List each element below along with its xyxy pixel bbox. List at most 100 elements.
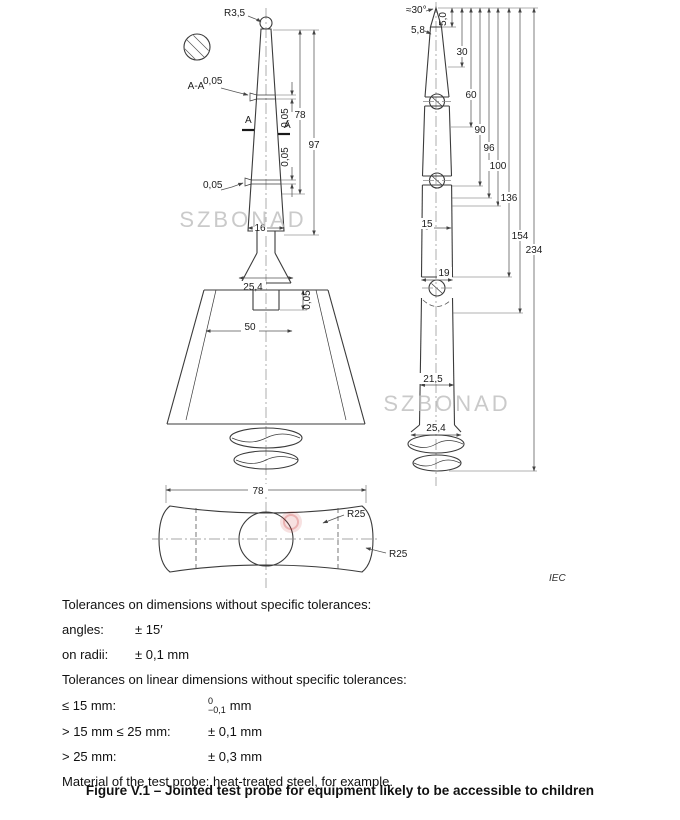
seg3-left <box>420 184 423 278</box>
dim-label-r25-outer: R25 <box>389 549 408 560</box>
handle-outline <box>158 505 374 573</box>
flare-right <box>274 252 292 284</box>
dim-30-bg <box>455 46 469 57</box>
tolerance-gt15-row: > 15 mm ≤ 25 mm: ± 0,1 mm <box>62 724 622 740</box>
tolerance-notes: Tolerances on dimensions without specifi… <box>62 597 622 799</box>
watermark-text-1: SZBONAD <box>179 207 306 232</box>
dim-label-5-8: 5,8 <box>411 25 425 36</box>
tolerance-le15-row: ≤ 15 mm: 0 −0,1 mm <box>62 697 622 715</box>
dim-label-136: 136 <box>501 193 518 204</box>
guard-left-outer <box>166 289 205 425</box>
radii-label: on radii: <box>62 647 109 662</box>
dim-154-bg <box>510 230 530 241</box>
r25-inner-leader <box>322 514 345 524</box>
guard-left-inner <box>185 289 217 421</box>
grip-band-1-right <box>407 434 465 454</box>
gt25-value: ± 0,3 mm <box>208 749 263 764</box>
dim-16-bg <box>253 222 267 233</box>
dim-21-5-bg <box>419 373 447 384</box>
dim-label-gap-r2: 0,05 <box>280 147 291 167</box>
angles-label: angles: <box>62 622 104 637</box>
le15-unit: mm <box>229 698 252 713</box>
dim-50-bg <box>241 321 259 332</box>
seg1-right <box>440 26 450 98</box>
dim-label-50: 50 <box>244 322 256 333</box>
material-note: Material of the test probe: heat-treated… <box>62 774 393 789</box>
seg4-left <box>418 297 423 426</box>
seg1-left <box>424 26 432 98</box>
dim-label-angle: ≈30° <box>406 5 427 16</box>
dim-label-5-0: 5,0 <box>438 12 449 26</box>
dim-136-bg <box>499 192 519 203</box>
angles-value: ± 15′ <box>135 622 163 637</box>
seg4-right <box>451 297 456 426</box>
gt15-value: ± 0,1 mm <box>208 724 263 739</box>
dim-15-bg <box>420 218 434 229</box>
dim-234-bg <box>524 244 544 255</box>
dim-97-bg <box>306 138 323 150</box>
dim-label-r25-inner: R25 <box>347 509 366 520</box>
seg2-right <box>448 105 453 177</box>
left-view-probe: R3,5 0,05 0,05 0,05 <box>152 8 408 588</box>
dim-label-97: 97 <box>308 140 320 151</box>
dim-label-gap-r1: 0,05 <box>280 108 291 128</box>
grip-band-1 <box>229 427 303 449</box>
dim-label-19: 19 <box>438 268 450 279</box>
joint-slot-a-tab <box>249 92 257 102</box>
flare-left-right-view <box>410 424 420 433</box>
section-aa-label: A-A <box>188 81 205 92</box>
guard-right-inner <box>315 289 347 421</box>
joint-slot-b-tab <box>244 177 252 187</box>
red-stamp-watermark <box>280 511 302 533</box>
gt15-label: > 15 mm ≤ 25 mm: <box>62 724 171 739</box>
gap2-leader <box>220 182 244 191</box>
dim-label-78-handle: 78 <box>252 486 264 497</box>
dim-78-handle-bg <box>248 484 268 496</box>
gt25-label: > 25 mm: <box>62 749 117 764</box>
dim-label-25-4: 25,4 <box>243 282 263 293</box>
dim-60-bg <box>464 89 478 100</box>
flare-right-right-view <box>454 424 462 433</box>
section-letter-left: A <box>245 115 252 126</box>
flare-left <box>240 252 258 284</box>
grip-band-1-wave <box>231 433 301 443</box>
tolerance-angles-row: angles: ± 15′ <box>62 622 622 638</box>
dim-label-30: 30 <box>456 47 468 58</box>
dim-label-78: 78 <box>294 110 306 121</box>
dim-label-gap1: 0,05 <box>203 76 223 87</box>
angle-leader <box>425 8 434 13</box>
le15-label: ≤ 15 mm: <box>62 698 117 713</box>
grip-band-2-right <box>412 454 462 472</box>
red-stamp-watermark-ring <box>283 514 299 530</box>
watermark-text-2: SZBONAD <box>383 391 510 416</box>
section-letter-right: A <box>284 120 291 131</box>
le15-tolerance-stack: 0 −0,1 <box>208 697 226 715</box>
dim-label-96: 96 <box>483 143 495 154</box>
gap1-leader <box>220 87 249 96</box>
seg3-right <box>451 184 454 278</box>
dim-19-bg <box>437 267 452 278</box>
grip-band-2-wave <box>235 456 299 464</box>
dim-label-100: 100 <box>490 161 507 172</box>
dim-25-4-bg <box>240 281 266 292</box>
radii-value: ± 0,1 mm <box>135 647 190 662</box>
le15-lower-tolerance: −0,1 <box>208 705 226 715</box>
dim-label-16: 16 <box>254 223 266 234</box>
guard-right-outer <box>327 289 366 425</box>
dim-label-15: 15 <box>421 219 433 230</box>
dim-label-21-5: 21,5 <box>423 374 443 385</box>
le15-upper-tolerance: 0 <box>208 696 214 706</box>
tip-radius-leader <box>247 15 262 23</box>
grip-band-1-right-wave <box>409 440 464 448</box>
seg2-left <box>421 105 426 177</box>
dim-label-gap2: 0,05 <box>203 180 223 191</box>
tolerance-general-heading: Tolerances on dimensions without specifi… <box>62 597 372 612</box>
ball-joint-hidden-arc <box>422 299 452 307</box>
dim-78-bg <box>293 108 308 120</box>
tolerance-gt25-row: > 25 mm: ± 0,3 mm <box>62 749 622 765</box>
dim-label-154: 154 <box>512 231 529 242</box>
cone-tip <box>429 6 443 28</box>
dim-label-234: 234 <box>526 245 543 256</box>
dim-label-r3-5: R3,5 <box>224 8 246 19</box>
dim-label-60: 60 <box>465 90 477 101</box>
